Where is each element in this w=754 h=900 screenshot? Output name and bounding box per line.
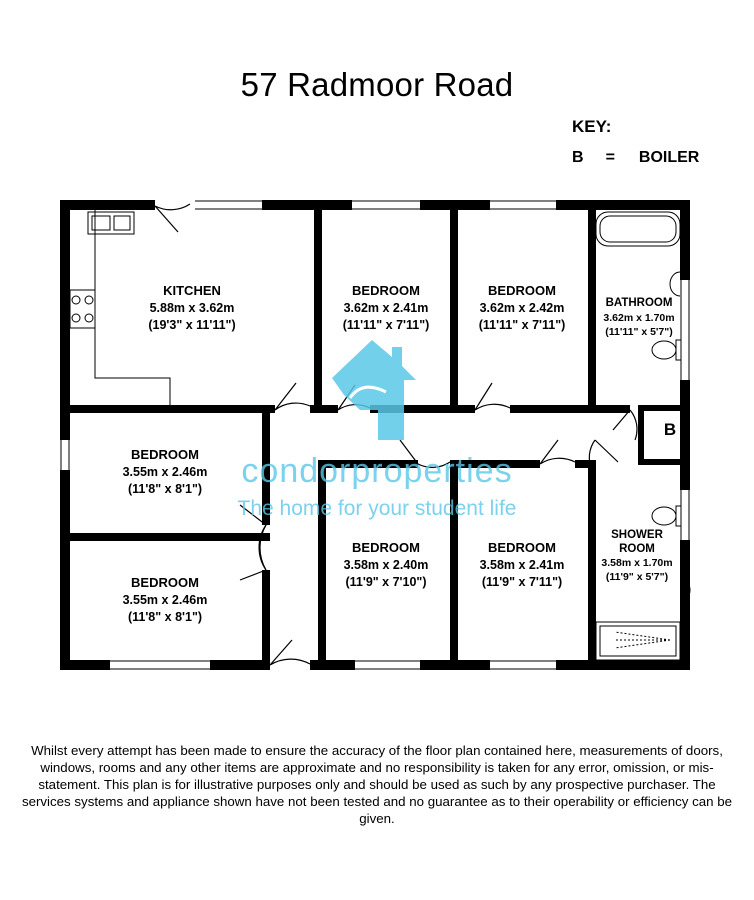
sink-icon bbox=[87, 211, 135, 235]
room-dimensions-metric: 3.62m x 2.42m bbox=[480, 301, 565, 315]
room-dimensions-metric: 3.58m x 2.40m bbox=[344, 558, 429, 572]
room-dimensions-metric: 3.55m x 2.46m bbox=[123, 465, 208, 479]
windows bbox=[60, 200, 690, 670]
watermark-logo-icon bbox=[332, 340, 416, 440]
basin-icon bbox=[669, 271, 681, 297]
toilet-icon bbox=[651, 339, 682, 361]
room-labels: KITCHEN 5.88m x 3.62m (19'3" x 11'11") B… bbox=[123, 283, 677, 624]
watermark-brand: condorproperties bbox=[241, 452, 512, 490]
room-bedroom-left-2: BEDROOM 3.55m x 2.46m (11'8" x 8'1") bbox=[123, 575, 208, 624]
room-bedroom-bottom-1: BEDROOM 3.58m x 2.40m (11'9" x 7'10") bbox=[344, 540, 429, 589]
toilet-icon bbox=[651, 505, 682, 527]
room-bedroom-left-1: BEDROOM 3.55m x 2.46m (11'8" x 8'1") bbox=[123, 447, 208, 496]
room-bathroom: BATHROOM 3.62m x 1.70m (11'11" x 5'7") bbox=[603, 297, 674, 338]
room-dimensions-metric: 3.58m x 2.41m bbox=[480, 558, 565, 572]
watermark: condorproperties The home for your stude… bbox=[238, 452, 517, 520]
bathtub-icon bbox=[595, 211, 681, 247]
room-dimensions-imperial: (11'8" x 8'1") bbox=[128, 610, 202, 624]
room-name: BEDROOM bbox=[488, 540, 556, 555]
room-name: BEDROOM bbox=[131, 575, 199, 590]
room-kitchen: KITCHEN 5.88m x 3.62m (19'3" x 11'11") bbox=[148, 283, 235, 332]
kitchen-fittings bbox=[69, 210, 171, 405]
room-dimensions-metric: 5.88m x 3.62m bbox=[150, 301, 235, 315]
shower-spray-icon bbox=[614, 631, 671, 649]
room-name: BATHROOM bbox=[606, 297, 673, 309]
shower-tray-icon bbox=[595, 621, 681, 661]
interior-walls bbox=[60, 200, 690, 670]
key-symbol: B bbox=[572, 149, 584, 166]
room-dimensions-imperial: (19'3" x 11'11") bbox=[148, 318, 235, 332]
room-dimensions-imperial: (11'9" x 7'11") bbox=[482, 575, 562, 589]
room-dimensions-imperial: (11'9" x 7'10") bbox=[345, 575, 426, 589]
room-dimensions-imperial: (11'11" x 7'11") bbox=[343, 318, 430, 332]
basin-icon bbox=[679, 577, 691, 603]
room-bedroom-top-2: BEDROOM 3.62m x 2.42m (11'11" x 7'11") bbox=[479, 283, 566, 332]
room-dimensions-imperial: (11'11" x 5'7") bbox=[605, 326, 673, 338]
key-heading: KEY: bbox=[572, 117, 612, 136]
room-name-line-2: ROOM bbox=[619, 543, 655, 555]
room-name: BEDROOM bbox=[131, 447, 199, 462]
room-dimensions-metric: 3.62m x 2.41m bbox=[344, 301, 429, 315]
disclaimer: Whilst every attempt has been made to en… bbox=[21, 743, 733, 826]
room-bedroom-bottom-2: BEDROOM 3.58m x 2.41m (11'9" x 7'11") bbox=[480, 540, 565, 589]
room-name: BEDROOM bbox=[488, 283, 556, 298]
key-meaning: BOILER bbox=[638, 149, 700, 166]
room-dimensions-metric: 3.58m x 1.70m bbox=[601, 557, 672, 569]
room-dimensions-metric: 3.62m x 1.70m bbox=[603, 312, 674, 324]
room-name: BEDROOM bbox=[352, 283, 420, 298]
hob-icon bbox=[69, 289, 96, 329]
room-name: BEDROOM bbox=[352, 540, 420, 555]
room-dimensions-imperial: (11'8" x 8'1") bbox=[128, 482, 202, 496]
room-shower-room: SHOWER ROOM 3.58m x 1.70m (11'9" x 5'7") bbox=[601, 529, 672, 583]
bathroom-fittings bbox=[595, 211, 682, 361]
key-entry: B = BOILER bbox=[572, 149, 699, 167]
watermark-tagline: The home for your student life bbox=[238, 497, 517, 520]
key-equals: = bbox=[605, 149, 615, 166]
shower-fittings bbox=[595, 505, 691, 661]
room-dimensions-imperial: (11'9" x 5'7") bbox=[606, 571, 668, 583]
room-dimensions-metric: 3.55m x 2.46m bbox=[123, 593, 208, 607]
room-name: KITCHEN bbox=[163, 283, 221, 298]
room-dimensions-imperial: (11'11" x 7'11") bbox=[479, 318, 566, 332]
boiler-label: B bbox=[664, 420, 676, 439]
room-bedroom-top-1: BEDROOM 3.62m x 2.41m (11'11" x 7'11") bbox=[343, 283, 430, 332]
plan-title: 57 Radmoor Road bbox=[240, 66, 514, 103]
room-name-line-1: SHOWER bbox=[611, 529, 663, 541]
